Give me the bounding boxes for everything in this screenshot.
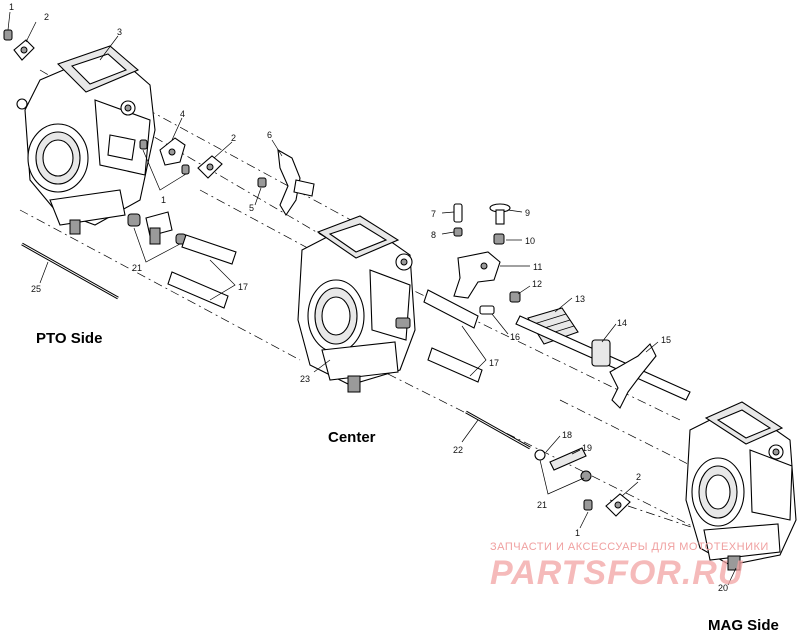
label-center: Center	[328, 429, 376, 446]
watermark-logo: PARTSFOR.RU	[490, 554, 744, 592]
callout-11: 11	[533, 262, 542, 272]
part-10-nut	[493, 233, 522, 245]
part-14-shaft	[515, 315, 691, 401]
callout-21-b: 21	[537, 500, 547, 510]
part-1-screw-topleft	[3, 11, 13, 41]
callout-3: 3	[117, 27, 122, 37]
center-carburetor	[297, 215, 416, 393]
part-18-fitting	[534, 435, 561, 461]
callout-1-b: 1	[161, 195, 166, 205]
part-17-tubes-left	[167, 234, 237, 309]
part-6-link-arm	[271, 139, 315, 217]
callout-6: 6	[267, 130, 272, 140]
callout-18: 18	[562, 430, 572, 440]
callout-1-a: 1	[9, 2, 14, 12]
part-21-fittings-left	[127, 211, 187, 263]
callout-2-b: 2	[231, 133, 236, 143]
part-4-bracket	[159, 117, 186, 166]
callout-14: 14	[617, 318, 627, 328]
mag-carburetor	[685, 401, 797, 586]
pto-carburetor	[16, 45, 156, 235]
callout-19: 19	[582, 443, 592, 453]
callout-13: 13	[575, 294, 585, 304]
part-15-lever	[609, 341, 659, 409]
part-12-screw	[509, 285, 531, 303]
callout-7: 7	[431, 209, 436, 219]
part-22-rod	[461, 410, 531, 450]
callout-12: 12	[532, 279, 542, 289]
watermark: ЗАПЧАСТИ И АКСЕССУАРЫ ДЛЯ МОТОТЕХНИКИ PA…	[490, 541, 769, 592]
callout-17-b: 17	[489, 358, 499, 368]
callout-2-c: 2	[636, 472, 641, 482]
callout-9: 9	[525, 208, 530, 218]
callout-21-a: 21	[132, 263, 142, 273]
watermark-tagline: ЗАПЧАСТИ И АКСЕССУАРЫ ДЛЯ МОТОТЕХНИКИ	[490, 541, 769, 553]
part-16-screw	[479, 305, 509, 335]
callout-2-a: 2	[44, 12, 49, 22]
part-9-thumbscrew	[489, 203, 523, 225]
part-2-clamp-mid	[197, 141, 233, 179]
callout-15: 15	[661, 335, 671, 345]
part-8-spring	[441, 227, 463, 237]
callout-20: 20	[718, 583, 728, 593]
part-1-screws-mid	[139, 139, 190, 191]
callout-10: 10	[525, 236, 535, 246]
callout-17-a: 17	[238, 282, 248, 292]
part-17-tubes-center	[423, 289, 487, 383]
leader-3	[99, 35, 119, 61]
part-25-rod	[21, 242, 119, 300]
callout-22: 22	[453, 445, 463, 455]
label-pto-side: PTO Side	[36, 330, 102, 347]
callout-16: 16	[510, 332, 520, 342]
part-1-screw-mag	[579, 499, 593, 529]
part-11-bracket	[453, 251, 530, 299]
part-7-screw	[441, 203, 463, 223]
part-2-clamp-mag	[605, 481, 639, 517]
part-2-clamp-topleft	[13, 21, 37, 61]
part-19-jet	[549, 447, 587, 471]
part-5-screw	[254, 177, 267, 206]
callout-25: 25	[31, 284, 41, 294]
callout-23: 23	[300, 374, 310, 384]
callout-5: 5	[249, 203, 254, 213]
callout-1-c: 1	[575, 528, 580, 538]
callout-4: 4	[180, 109, 185, 119]
part-21-fittings-mag	[539, 459, 592, 495]
label-mag-side: MAG Side	[708, 617, 779, 632]
callout-8: 8	[431, 230, 436, 240]
callout-numbers: 1 2 3 2 4 1 6 5 21 25 17 7 8 9 10 11 12 …	[9, 2, 728, 593]
